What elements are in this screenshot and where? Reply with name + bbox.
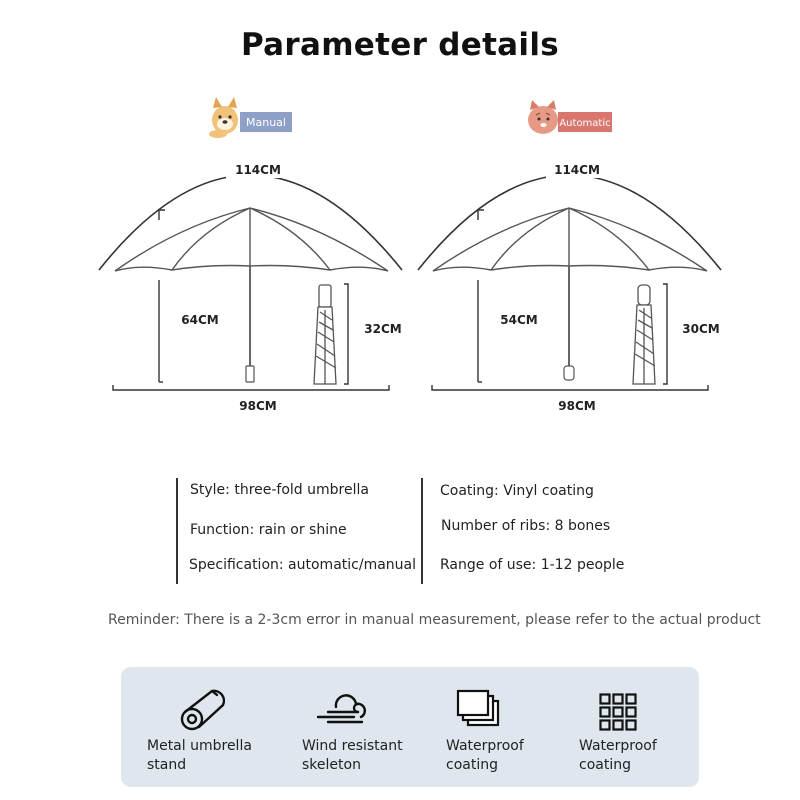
folded-umbrella — [632, 284, 656, 385]
cat-mascot-icon — [528, 100, 558, 134]
grid-icon — [599, 693, 637, 731]
umbrella-manual: Manual 114CM 64CM 32CM — [98, 97, 403, 413]
handle — [245, 365, 255, 383]
folded-umbrella — [313, 284, 337, 385]
feature-label: Wind resistant skeleton — [302, 738, 403, 773]
spec-divider-left — [176, 478, 178, 584]
feature-label: Waterproof coating — [446, 738, 524, 773]
feature-wind-resistant: Wind resistant skeleton — [302, 667, 442, 787]
manual-badge — [240, 112, 292, 132]
metal-tube-icon — [180, 689, 226, 731]
span-label: 98CM — [239, 399, 276, 413]
automatic-badge-label: Automatic — [559, 118, 610, 129]
open-width-label: 114CM — [554, 163, 600, 177]
folded-length-label: 30CM — [682, 322, 719, 336]
automatic-badge — [558, 112, 612, 132]
dog-mascot-icon — [209, 97, 238, 138]
manual-badge-label: Manual — [246, 116, 286, 129]
height-label: 64CM — [181, 313, 218, 327]
feature-label: Metal umbrella stand — [147, 738, 252, 773]
open-width-label: 114CM — [235, 163, 281, 177]
spec-style: Style: three-fold umbrella — [190, 482, 369, 498]
open-canopy — [432, 207, 708, 272]
umbrella-automatic: Automatic 114CM 54CM 30CM 98CM — [417, 100, 722, 413]
umbrella-diagram: Manual 114CM 64CM 32CM — [98, 97, 722, 413]
feature-metal-stand: Metal umbrella stand — [147, 667, 287, 787]
feature-panel: Metal umbrella stand Wind resistant skel… — [121, 667, 699, 787]
wind-cloud-icon — [316, 694, 367, 724]
handle — [563, 365, 575, 381]
spec-function: Function: rain or shine — [190, 522, 347, 538]
height-label: 54CM — [500, 313, 537, 327]
open-canopy — [114, 207, 389, 272]
spec-range: Range of use: 1-12 people — [440, 557, 625, 573]
spec-divider-right — [421, 478, 423, 584]
feature-waterproof-grid: Waterproof coating — [579, 667, 719, 787]
spec-coating: Coating: Vinyl coating — [440, 483, 594, 499]
layered-sheets-icon — [456, 689, 500, 727]
spec-ribs: Number of ribs: 8 bones — [441, 518, 611, 534]
feature-waterproof-sheets: Waterproof coating — [446, 667, 586, 787]
page-title: Parameter details — [240, 27, 560, 63]
feature-label: Waterproof coating — [579, 738, 657, 773]
span-label: 98CM — [558, 399, 595, 413]
reminder-note: Reminder: There is a 2-3cm error in manu… — [108, 612, 761, 628]
spec-specification: Specification: automatic/manual — [189, 557, 417, 573]
folded-length-label: 32CM — [364, 322, 401, 336]
